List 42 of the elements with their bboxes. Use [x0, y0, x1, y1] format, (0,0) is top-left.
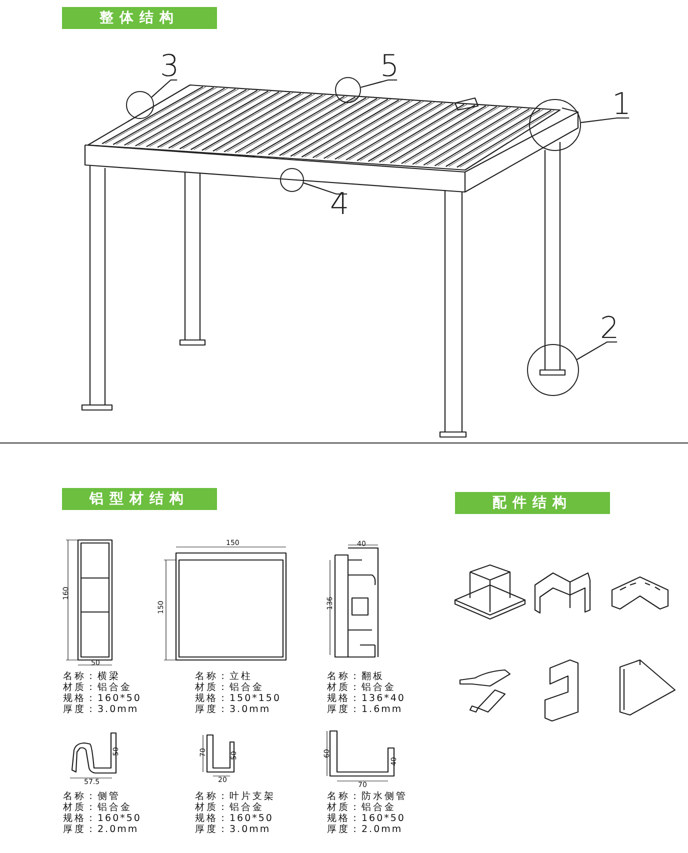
spec-text: 规格：160*50 [63, 814, 142, 824]
spec-text: 厚度：3.0mm [63, 705, 139, 716]
callout-number: 4 [330, 190, 350, 220]
spec-text: 材质：铝合金 [63, 803, 132, 813]
spec-text: 名称：横梁 [63, 672, 120, 682]
leader-line [303, 182, 348, 195]
spec-text: 材质：铝合金 [327, 803, 396, 813]
callout-circle [335, 77, 361, 103]
spec-text: 规格：160*50 [63, 694, 142, 704]
spec-text: 厚度：2.0mm [63, 825, 139, 836]
section-header: 整体结构 [62, 7, 217, 29]
leader-line [151, 79, 178, 98]
callout-number: 1 [612, 90, 632, 120]
callout-circle [529, 99, 581, 151]
callout-circle [126, 91, 154, 119]
spec-text: 厚度：1.6mm [327, 705, 403, 716]
callout-circle [527, 344, 579, 396]
spec-text: 规格：136*40 [327, 694, 406, 704]
section-header: 铝型材结构 [62, 488, 217, 510]
callout-number: 3 [160, 52, 180, 82]
spec-text: 规格：150*150 [195, 694, 282, 704]
section-header: 配件结构 [455, 492, 610, 514]
spec-text: 材质：铝合金 [63, 683, 132, 693]
spec-text: 厚度：2.0mm [327, 825, 403, 836]
spec-text: 材质：铝合金 [195, 803, 264, 813]
spec-text: 厚度：3.0mm [195, 825, 271, 836]
spec-text: 名称：侧管 [63, 792, 120, 802]
spec-text: 名称：叶片支架 [195, 792, 276, 802]
callout-number: 5 [380, 52, 400, 82]
callout-number: 2 [600, 314, 620, 344]
leader-line [580, 117, 630, 124]
spec-text: 材质：铝合金 [195, 683, 264, 693]
spec-text: 规格：160*50 [327, 814, 406, 824]
spec-text: 名称：防水侧管 [327, 792, 408, 802]
spec-text: 名称：立柱 [195, 672, 252, 682]
spec-text: 名称：翻板 [327, 672, 384, 682]
callout-circle [280, 168, 304, 192]
spec-text: 规格：160*50 [195, 814, 274, 824]
spec-text: 厚度：3.0mm [195, 705, 271, 716]
spec-text: 材质：铝合金 [327, 683, 396, 693]
leader-line [360, 79, 398, 88]
leader-line [576, 341, 618, 360]
